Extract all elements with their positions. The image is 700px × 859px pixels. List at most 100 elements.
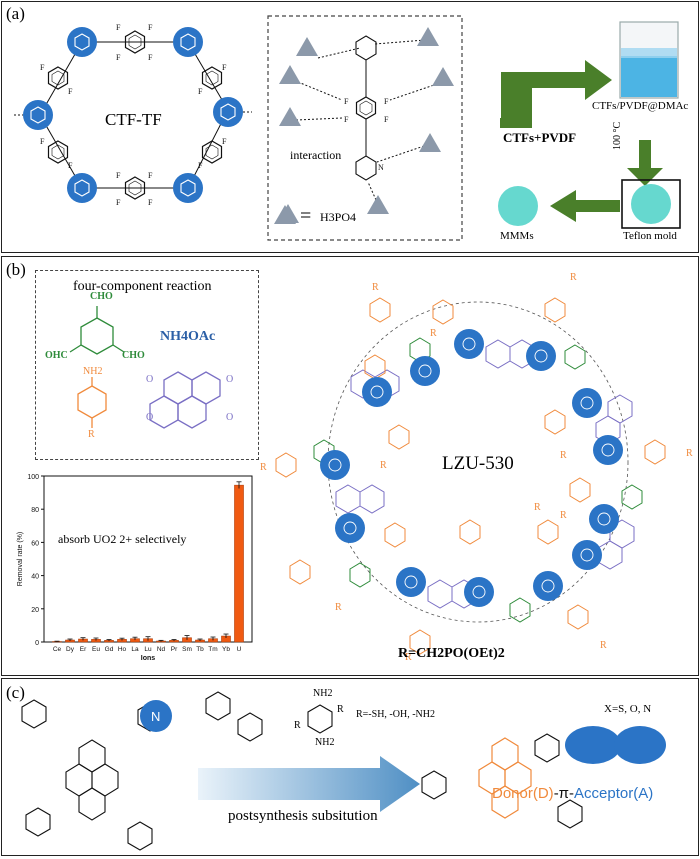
svg-text:F: F bbox=[198, 87, 203, 96]
legend-h3po4-text: H3PO4 bbox=[320, 210, 357, 224]
svg-text:O: O bbox=[226, 374, 233, 385]
panel-b bbox=[1, 256, 699, 676]
svg-text:O: O bbox=[226, 412, 233, 423]
x-tick-label: Sm bbox=[182, 646, 192, 653]
ctfs-pvdf-label: CTFs+PVDF bbox=[503, 130, 577, 145]
y-tick-label: 20 bbox=[31, 607, 39, 614]
x-tick-label: Ho bbox=[118, 646, 127, 653]
svg-text:R: R bbox=[260, 462, 267, 473]
x-tick-label: Ce bbox=[53, 646, 62, 653]
x-tick-label: Lu bbox=[144, 646, 152, 653]
postsynthesis-label: postsynthesis subsitution bbox=[228, 808, 378, 824]
y-axis-label: Removal rate (%) bbox=[17, 532, 24, 586]
y-tick-label: 80 bbox=[31, 507, 39, 514]
svg-text:F: F bbox=[148, 171, 153, 180]
y-tick-label: 100 bbox=[27, 474, 39, 481]
x-tick-label: La bbox=[131, 646, 139, 653]
four-component-box bbox=[35, 270, 259, 460]
svg-text:O: O bbox=[146, 374, 153, 385]
donor-acceptor-label: Donor(D)-π-Acceptor(A) bbox=[492, 785, 653, 802]
x-axis-label: Ions bbox=[141, 655, 155, 662]
legend-triangle-icon bbox=[274, 205, 296, 224]
svg-text:R: R bbox=[335, 602, 342, 613]
x-tick-label: Er bbox=[80, 646, 87, 653]
svg-text:R: R bbox=[405, 652, 412, 663]
y-tick-label: 60 bbox=[31, 540, 39, 547]
svg-text:F: F bbox=[116, 53, 121, 62]
legend-equals: = bbox=[300, 205, 312, 227]
reagent-nh2: NH2 bbox=[83, 366, 103, 377]
svg-text:R: R bbox=[534, 502, 541, 513]
svg-text:N: N bbox=[378, 163, 384, 172]
chart-annotation: absorb UO2 2+ selectively bbox=[58, 532, 187, 546]
svg-text:O: O bbox=[146, 412, 153, 423]
lzu-530-label: LZU-530 bbox=[442, 453, 514, 474]
x-tick-label: Nd bbox=[157, 646, 166, 653]
r-definition: R=CH2PO(OEt)2 bbox=[398, 646, 505, 661]
x-tick-label: Tb bbox=[196, 646, 204, 653]
reagent-cho-right: CHO bbox=[122, 350, 145, 361]
process-arrows bbox=[500, 60, 663, 222]
x-tick-label: Yb bbox=[222, 646, 230, 653]
svg-text:F: F bbox=[344, 115, 349, 124]
x-tick-label: Pr bbox=[171, 646, 178, 653]
svg-text:R: R bbox=[686, 448, 693, 459]
pi-text: -π- bbox=[553, 785, 575, 802]
svg-text:F: F bbox=[116, 23, 121, 32]
svg-text:F: F bbox=[116, 171, 121, 180]
svg-text:F: F bbox=[116, 198, 121, 207]
reagent-c-nh2-bottom: NH2 bbox=[315, 737, 335, 748]
teflon-mold-label: Teflon mold bbox=[623, 230, 677, 242]
svg-text:F: F bbox=[198, 161, 203, 170]
reagent-ohc: OHC bbox=[45, 350, 68, 361]
svg-text:R: R bbox=[600, 640, 607, 651]
svg-text:F: F bbox=[40, 63, 45, 72]
x-tick-label: Tm bbox=[208, 646, 217, 653]
svg-text:F: F bbox=[148, 23, 153, 32]
mmms-label: MMMs bbox=[500, 230, 534, 242]
svg-text:F: F bbox=[40, 137, 45, 146]
beaker bbox=[619, 21, 679, 99]
substituent-note: R=-SH, -OH, -NH2 bbox=[356, 709, 435, 720]
x-note: X=S, O, N bbox=[604, 703, 652, 715]
svg-text:F: F bbox=[222, 63, 227, 72]
panel-c bbox=[1, 678, 699, 856]
reagent-c-nh2-top: NH2 bbox=[313, 688, 333, 699]
lzu-530-ring: RRR RRR RRR RRR bbox=[260, 272, 693, 663]
x-tick-label: Dy bbox=[66, 646, 75, 653]
reagent-cho-top: CHO bbox=[90, 291, 113, 302]
svg-text:R: R bbox=[372, 282, 379, 293]
x-tick-label: Eu bbox=[92, 646, 100, 653]
reagent-c-r-right: R bbox=[337, 704, 344, 715]
svg-text:F: F bbox=[384, 97, 389, 106]
svg-text:R: R bbox=[570, 272, 577, 283]
beaker-label: CTFs/PVDF@DMAc bbox=[592, 100, 689, 112]
reagent-c-r-left: R bbox=[294, 720, 301, 731]
four-component-title: four-component reaction bbox=[73, 279, 212, 294]
interaction-label: interaction bbox=[290, 148, 342, 162]
y-tick-label: 0 bbox=[35, 640, 39, 647]
ctf-tf-label: CTF-TF bbox=[105, 110, 162, 129]
svg-text:F: F bbox=[68, 161, 73, 170]
svg-text:F: F bbox=[148, 198, 153, 207]
svg-text:F: F bbox=[344, 97, 349, 106]
svg-text:N: N bbox=[151, 709, 160, 724]
legend-h3po4: H3PO4 bbox=[320, 210, 356, 225]
reagent-r: R bbox=[88, 429, 95, 440]
y-tick-label: 40 bbox=[31, 574, 39, 581]
svg-text:F: F bbox=[148, 53, 153, 62]
panel-a-label: (a) bbox=[6, 4, 25, 23]
svg-text:R: R bbox=[560, 510, 567, 521]
acceptor-text: Acceptor(A) bbox=[574, 785, 654, 802]
x-tick-label: Gd bbox=[105, 646, 114, 653]
panel-b-label: (b) bbox=[6, 260, 26, 279]
svg-text:R: R bbox=[430, 328, 437, 339]
reagent-nh4oac: NH4OAc bbox=[160, 329, 216, 344]
svg-text:F: F bbox=[68, 87, 73, 96]
